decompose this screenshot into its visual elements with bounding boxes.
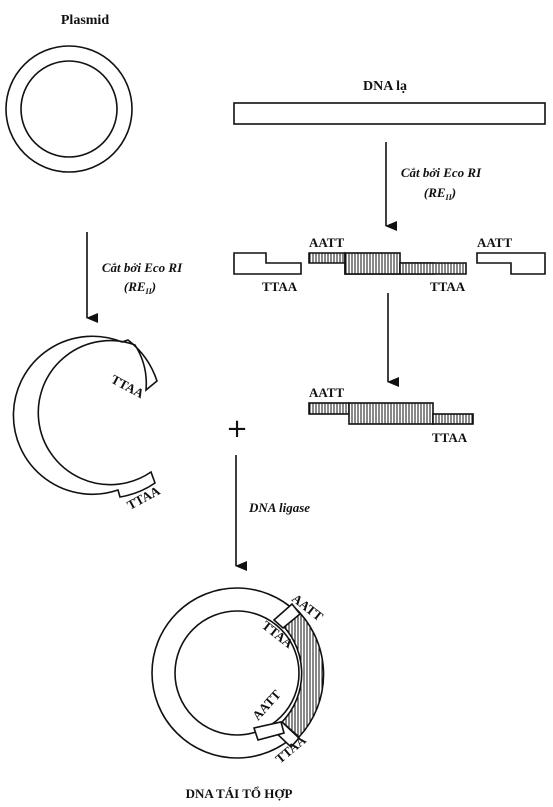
right-leftover-fragment xyxy=(476,252,546,275)
isolated-insert-bottom-end: TTAA xyxy=(432,430,468,445)
foreign-dna-title: DNA lạ xyxy=(363,79,407,94)
ligase-label: DNA ligase xyxy=(248,500,310,515)
opened-plasmid-top-end: TTAA xyxy=(109,371,148,401)
foreign-cut-caption: Cắt bởi Eco RI (REII) xyxy=(401,165,482,202)
insert-bottom-sticky-end: TTAA xyxy=(430,279,466,294)
foreign-cut-enzyme: (REII) xyxy=(424,185,456,202)
plus-sign: + xyxy=(226,414,248,444)
left-leftover-fragment xyxy=(233,252,302,275)
plasmid-ring xyxy=(5,45,133,173)
plasmid-cut-enzyme: (REII) xyxy=(124,279,156,296)
insert-top-sticky-end: AATT xyxy=(309,235,344,250)
insert-fragment-body xyxy=(344,252,401,275)
left-fragment-sticky-end: TTAA xyxy=(262,279,298,294)
right-fragment-sticky-end: AATT xyxy=(477,235,512,250)
plasmid-title: Plasmid xyxy=(61,13,109,28)
opened-plasmid xyxy=(12,335,158,498)
isolated-insert-top-end: AATT xyxy=(309,385,344,400)
recombinant-bottom-aatt: AATT xyxy=(249,687,284,723)
plasmid-cut-caption: Cắt bởi Eco RI (REII) xyxy=(102,260,183,296)
plasmid-cut-label: Cắt bởi Eco RI xyxy=(102,260,183,275)
recombinant-plasmid xyxy=(151,587,325,759)
foreign-dna-strand xyxy=(233,102,546,125)
insert-fragment-tail xyxy=(399,262,467,275)
foreign-cut-label: Cắt bởi Eco RI xyxy=(401,165,482,180)
isolated-insert xyxy=(308,402,474,425)
result-label: DNA TÁI TỔ HỢP xyxy=(186,786,293,801)
